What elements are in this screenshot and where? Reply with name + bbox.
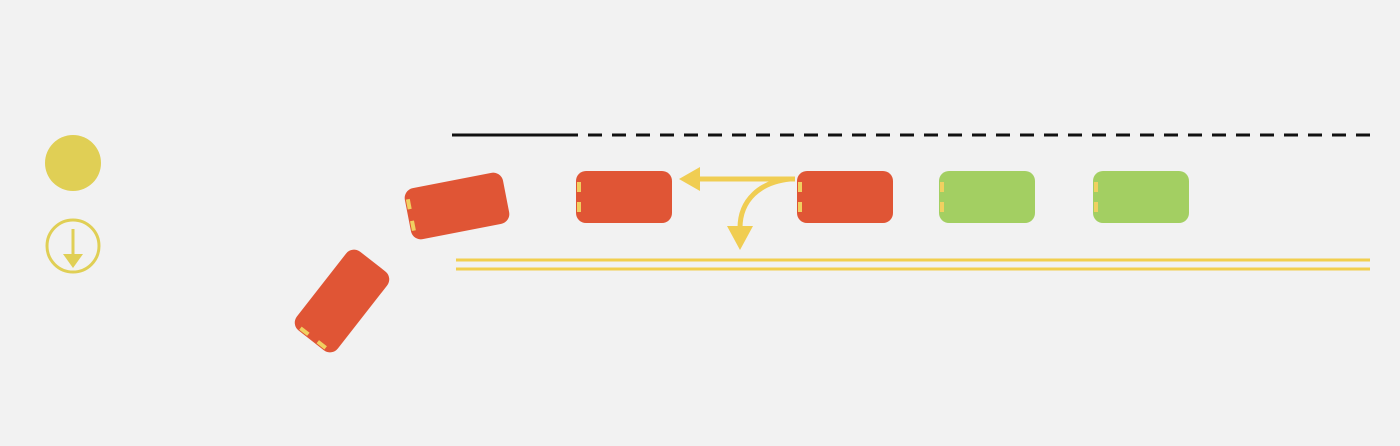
red-car-turning xyxy=(404,172,510,240)
maneuver-arrows xyxy=(679,167,795,250)
green-car-2 xyxy=(1093,171,1189,223)
lane-markings xyxy=(452,133,1370,271)
red-car-2 xyxy=(797,171,893,223)
legend xyxy=(45,135,101,274)
vehicles xyxy=(294,171,1189,353)
red-car-angled-left xyxy=(294,249,390,353)
turn-down-arrow-icon xyxy=(727,176,791,250)
solid-yellow-circle-icon xyxy=(45,135,101,191)
red-car-1 xyxy=(576,171,672,223)
yellow-circle-down-arrow-icon xyxy=(45,218,101,274)
green-car-1 xyxy=(939,171,1035,223)
